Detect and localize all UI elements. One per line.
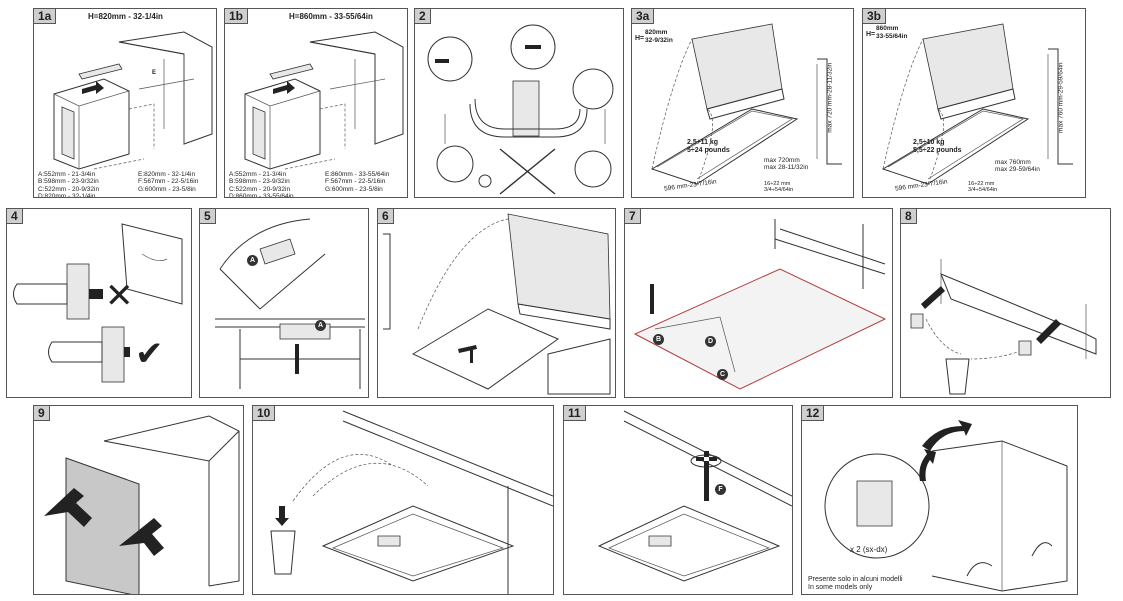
panel-1a: 1a H=820mm - 32-1/4in E A:552mm - 21-3/4… [33,8,217,198]
panel-number: 9 [34,406,50,421]
door-screw-illustration [633,219,887,390]
max-height-label: max 760mm max 29-59/64in [995,159,1040,174]
cover-removal-illustration [270,410,553,594]
panel-1b: 1b H=860mm - 33-55/64in A:552mm - 21-3/4… [224,8,408,198]
panel-number: 8 [901,209,917,224]
models-note: Presente solo in alcuni modelli In some … [808,576,903,591]
door-panel-illustration [881,23,1073,185]
vertical-dim-label: max 720 mm-28-11/32in [826,62,834,133]
marker-a: A [247,255,258,266]
vertical-dim-label: max 760 mm-29-59/64in [1057,62,1065,133]
weight-label: 2,5÷10 kg 5,5÷22 pounds [913,139,962,154]
marker-f: F [715,484,726,495]
thickness-label: 16÷22 mm 3/4÷54/64in [968,181,998,194]
panel-number: 1b [225,9,249,24]
hammer-icon [462,341,463,342]
panel-number: 3b [863,9,887,24]
panel-number: 3a [632,9,655,24]
height-label: H= [866,31,876,38]
door-fitting-illustration [383,213,611,395]
panel-number: 7 [625,209,641,224]
checkmark-icon: ✔ [135,335,164,373]
marker-b: B [653,334,664,345]
panel-11: 11 F [563,405,793,595]
hinge-adjustment-illustration [824,420,1068,592]
panel-number: 1a [34,9,57,24]
thickness-label: 16÷22 mm 3/4÷54/64in [764,181,794,194]
bin-icon [271,531,295,574]
panel-number: 5 [200,209,216,224]
marker-a: A [315,320,326,331]
dims-left: A:552mm - 21-3/4in B:598mm - 23-9/32in C… [229,171,294,198]
cross-icon: ✕ [105,277,134,315]
panel-header: H=860mm - 33-55/64in [289,12,373,21]
panel-6: 6 [377,208,616,398]
panel-number: 11 [564,406,586,421]
height-value: 860mm 33-55/64in [876,25,908,40]
panel-2: 2 [414,8,624,198]
weight-label: 2,5÷11 kg 5÷24 pounds [687,139,730,154]
panel-4: 4 ✕ ✔ [6,208,192,398]
panel-number: 2 [415,9,431,24]
plumbing-illustration [427,24,614,195]
panel-header: H=820mm - 32-1/4in [88,12,163,21]
installation-illustration [244,31,404,170]
door-panel-illustration [650,23,842,185]
panel-3b: 3b H= 860mm 33-55/64in 2,5÷10 kg 5,5÷22 … [862,8,1086,198]
panel-7: 7 B D C [624,208,893,398]
screwdriver-icon [648,277,656,317]
screw-fastening-illustration [597,410,792,582]
panel-number: 12 [802,406,825,421]
template-illustration [215,218,365,389]
dims-right: E:820mm - 32-1/4in F:567mm - 22-5/16in G… [138,171,199,193]
panel-5: 5 A A [199,208,369,398]
marker-d: D [705,336,716,347]
panel-9: 9 [33,405,244,595]
bin-icon [946,359,970,394]
plinth-removal-illustration [910,259,1097,395]
panel-number: 10 [253,406,276,421]
height-value: 820mm 32-9/32in [645,29,673,44]
marker-c: C [717,369,728,380]
panel-8: 8 [900,208,1111,398]
panel-3a: 3a H= 820mm 32-9/32in 2,5÷11 kg 5÷24 pou… [631,8,854,198]
max-height-label: max 720mm max 28-11/32in [764,157,809,172]
dims-right: E:860mm - 33-55/64in F:567mm - 22-5/16in… [325,171,390,193]
quantity-label: x 2 (sx-dx) [850,545,888,554]
panel-12: 12 x 2 (sx-dx) Presente solo in alcuni m… [801,405,1078,595]
dims-left: A:552mm - 21-3/4in B:598mm - 23-9/32in C… [38,171,100,198]
panel-number: 6 [378,209,394,224]
panel-number: 4 [7,209,23,224]
dim-letter-e: E [152,70,157,76]
panel-10: 10 [252,405,554,595]
installation-illustration [53,31,213,170]
screw-depth-illustration [13,223,183,383]
height-label: H= [635,35,645,42]
door-mounting-illustration [44,415,240,594]
